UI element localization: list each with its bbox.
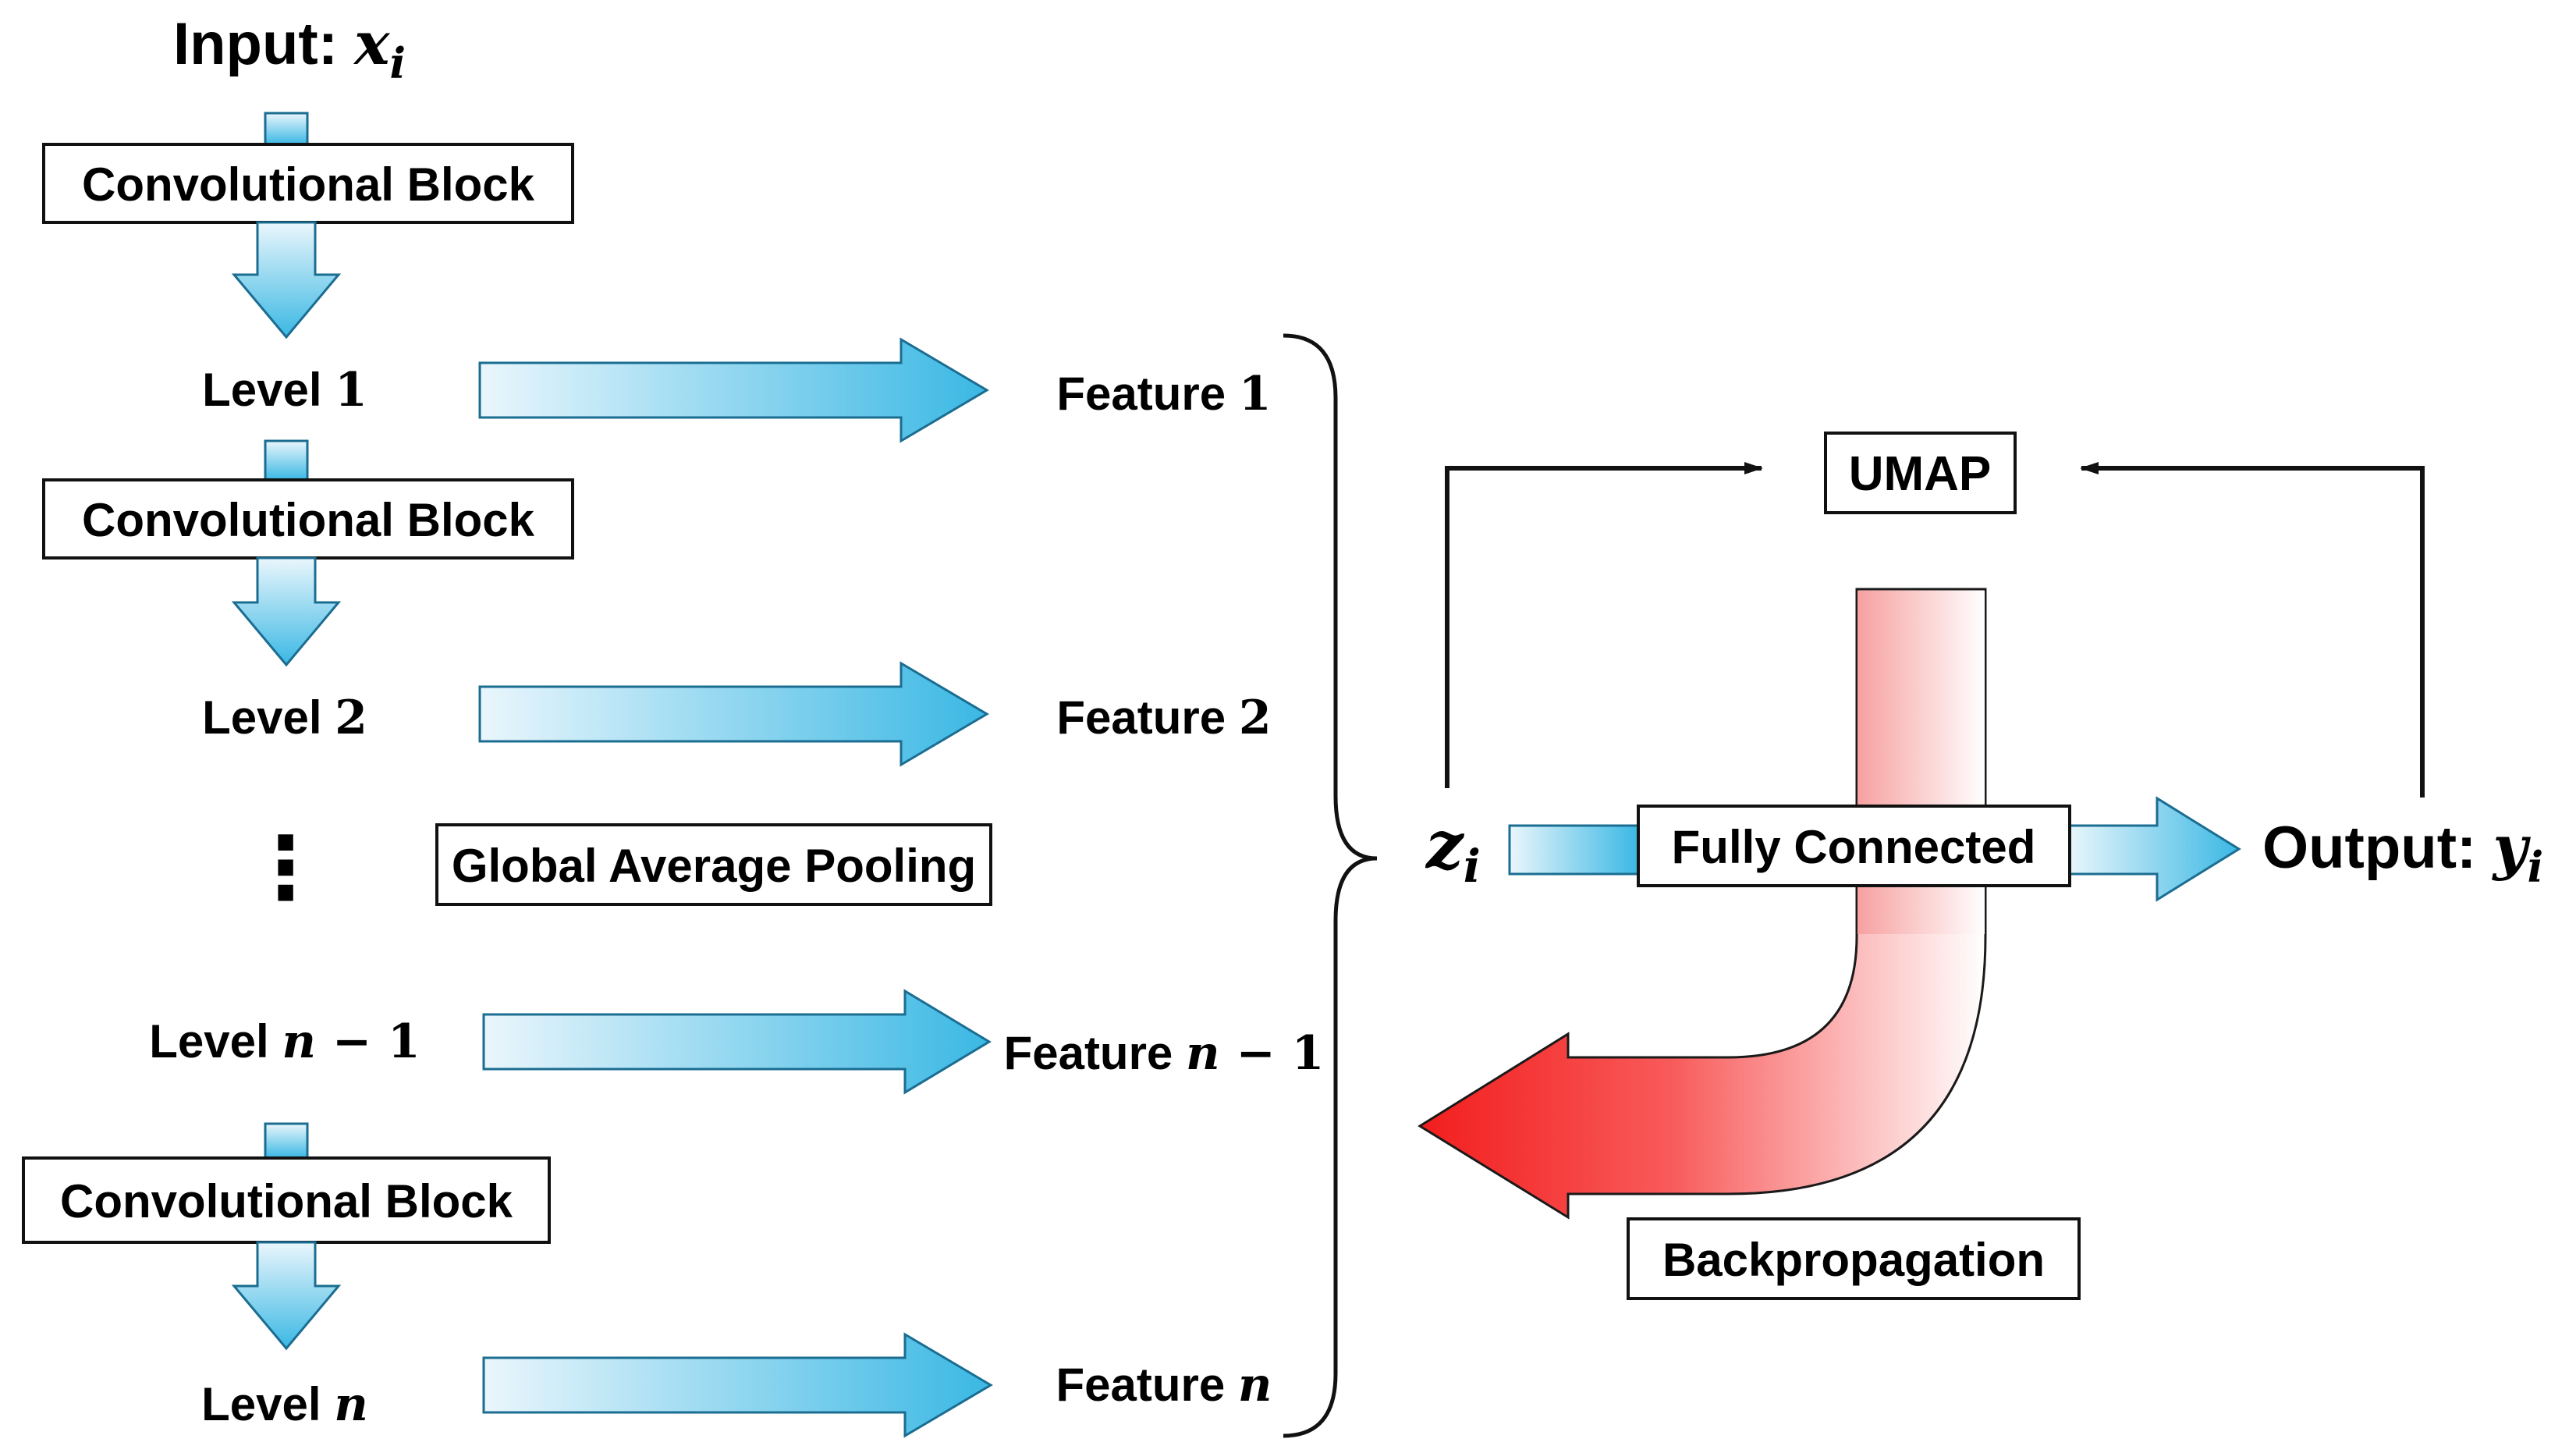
down-arrow-1 — [231, 221, 342, 339]
feature-label-n-minus-1: Feature n − 1 — [1004, 1026, 1325, 1081]
fc-label: Fully Connected — [1672, 821, 2036, 873]
conv-block-label: Convolutional Block — [82, 494, 535, 546]
umap-label: UMAP — [1849, 447, 1992, 501]
fc-output-arrow — [2066, 796, 2241, 902]
embedding-label: zi — [1425, 806, 1481, 893]
fc-input-stub — [1508, 824, 1640, 876]
backpropagation-label: Backpropagation — [1662, 1234, 2045, 1286]
z-to-umap-connector — [1445, 462, 1763, 788]
fully-connected-box: Fully Connected — [1637, 805, 2071, 887]
feature-arrow-n-minus-1 — [482, 989, 992, 1095]
feature-arrow-2 — [478, 661, 989, 767]
feature-label-1: Feature 1 — [1056, 367, 1271, 421]
global-average-pooling-box: Global Average Pooling — [435, 823, 992, 906]
output-to-umap-connector — [2080, 462, 2425, 798]
down-arrow-3 — [231, 1241, 342, 1351]
conv-block-1: Convolutional Block — [42, 143, 574, 224]
feature-arrow-1 — [478, 337, 989, 443]
conv-block-label: Convolutional Block — [60, 1175, 513, 1227]
gap-label: Global Average Pooling — [452, 840, 976, 892]
umap-box: UMAP — [1824, 432, 2017, 514]
level-label-1: Level 1 — [202, 363, 367, 417]
leveln1-connector — [264, 1122, 309, 1160]
ellipsis: ⋮ — [243, 820, 328, 916]
feature-arrow-n — [482, 1332, 993, 1438]
level-label-2: Level 2 — [202, 691, 367, 745]
down-arrow-2 — [231, 556, 342, 667]
conv-block-2: Convolutional Block — [42, 478, 574, 560]
input-connector — [264, 112, 309, 146]
level-label-n-minus-1: Level n − 1 — [149, 1014, 420, 1069]
feature-label-2: Feature 2 — [1056, 691, 1271, 745]
backpropagation-arrow — [1418, 588, 1987, 1220]
conv-block-3: Convolutional Block — [22, 1156, 551, 1244]
input-label: Input: xi — [173, 9, 406, 88]
feature-brace — [1283, 333, 1378, 1438]
level1-connector — [264, 439, 309, 481]
output-label: Output: yi — [2262, 812, 2543, 892]
feature-label-n: Feature n — [1056, 1358, 1272, 1412]
conv-block-label: Convolutional Block — [82, 158, 535, 211]
level-label-n: Level n — [201, 1377, 368, 1432]
backpropagation-box: Backpropagation — [1627, 1217, 2081, 1300]
